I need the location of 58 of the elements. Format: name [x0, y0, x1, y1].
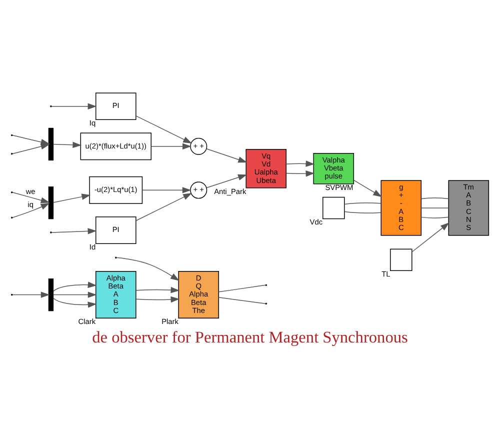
node-label: TL: [382, 269, 390, 278]
node-box: [390, 248, 412, 271]
arrow: [150, 142, 192, 149]
connector: [218, 296, 266, 304]
connector: [344, 210, 382, 213]
connector: [420, 207, 449, 208]
node-label: SVPWM: [325, 182, 354, 192]
edge-label: we: [26, 186, 36, 196]
node-label: Plark: [162, 316, 178, 326]
connector: [218, 284, 266, 292]
node-label: Anti_Park: [214, 186, 246, 196]
node-bar: [48, 127, 54, 160]
arrow: [52, 291, 97, 298]
arrow: [12, 291, 50, 298]
node-box: [322, 196, 345, 219]
node-box: g + - A B C: [380, 180, 422, 236]
node-box: Alpha Beta A B C: [95, 270, 136, 318]
node-box: PI: [95, 216, 136, 244]
node-box: -u(2)*Lq*u(1): [89, 176, 143, 204]
arrow: [136, 286, 180, 293]
arrow: [51, 228, 97, 234]
arrow: [206, 174, 247, 188]
arrow: [116, 256, 180, 280]
node-label: Clark: [78, 316, 96, 326]
arrow: [12, 192, 50, 210]
connector: [344, 202, 382, 204]
arrow: [52, 193, 91, 202]
node-label: Vdc: [310, 217, 323, 226]
arrow: [52, 141, 82, 148]
arrow: [286, 160, 315, 166]
arrow: [51, 102, 97, 109]
node-box: Tm A B C N S: [448, 180, 490, 236]
arrow: [353, 179, 382, 197]
arrow: [52, 297, 97, 308]
arrow: [12, 202, 50, 218]
node-bar: [48, 278, 54, 311]
node-box: PI: [95, 92, 136, 120]
node-box: Valpha Vbeta pulse: [313, 152, 354, 184]
arrow: [136, 192, 192, 220]
arrow: [286, 170, 315, 176]
caption: de observer for Permanent Magent Synchronous: [92, 326, 408, 346]
node-circle: + +: [190, 137, 208, 154]
arrow: [142, 186, 192, 193]
arrow: [136, 115, 192, 144]
node-label: Iq: [89, 118, 96, 128]
connector: [420, 216, 449, 218]
node-box: u(2)*(flux+Ld*u(1)): [80, 132, 152, 160]
node-label: Id: [89, 242, 96, 252]
node-box: Vq Vd Ualpha Ubeta: [246, 148, 287, 188]
node-circle: + +: [190, 181, 208, 198]
node-bar: [48, 186, 54, 219]
edge-label: iq: [28, 200, 34, 209]
arrow: [412, 222, 450, 252]
node-box: D Q Alpha Beta The: [178, 270, 219, 318]
connector: [420, 197, 449, 199]
arrow: [52, 281, 97, 292]
arrow: [136, 296, 180, 302]
arrow: [206, 148, 248, 162]
